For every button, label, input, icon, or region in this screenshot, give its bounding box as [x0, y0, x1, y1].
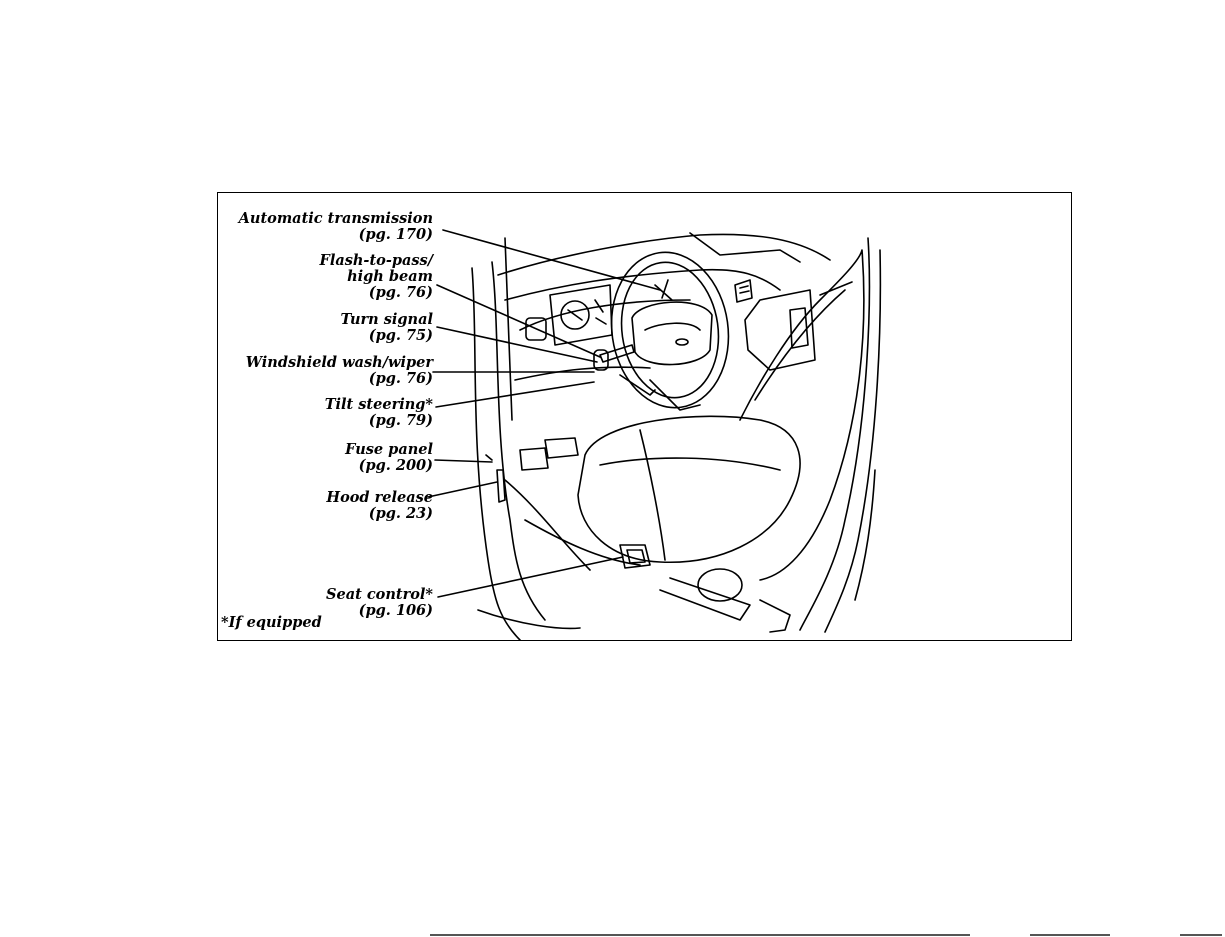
callout-label: Hood release — [326, 489, 433, 506]
callout-label: Tilt steering* — [325, 396, 433, 413]
callout-page-ref: (pg. 75) — [341, 328, 434, 344]
scan-artifact-line — [430, 934, 970, 936]
leader-line-seat-control — [438, 557, 623, 597]
callout-label: Flash-to-pass/ — [320, 253, 433, 269]
brake-pedal — [520, 448, 548, 470]
callout-windshield-wash-wiper: Windshield wash/wiper (pg. 76) — [246, 355, 433, 387]
steering-hub — [632, 302, 712, 364]
leader-line-hood-release — [428, 482, 497, 497]
callout-page-ref: (pg. 79) — [325, 413, 433, 429]
callout-page-ref: (pg. 200) — [345, 458, 433, 474]
scan-artifact-line — [1180, 934, 1222, 936]
callout-page-ref: (pg. 106) — [326, 603, 433, 619]
callout-page-ref: (pg. 23) — [326, 506, 433, 522]
callout-tilt-steering: Tilt steering* (pg. 79) — [325, 397, 433, 429]
windshield-edge — [498, 234, 830, 275]
footnote-if-equipped: *If equipped — [221, 614, 322, 631]
leader-line-tilt-steering — [436, 382, 594, 407]
leader-line-fuse-panel — [435, 460, 492, 462]
leader-line-automatic-transmission — [443, 230, 660, 290]
callout-page-ref: (pg. 76) — [320, 285, 433, 301]
floor-line — [505, 480, 590, 570]
callout-fuse-panel: Fuse panel (pg. 200) — [345, 442, 433, 474]
seat-cushion — [578, 416, 800, 562]
callout-label: Windshield wash/wiper — [246, 354, 433, 371]
seat-frame — [660, 578, 750, 620]
callout-label: Automatic transmission — [239, 210, 433, 227]
callout-label: Seat control* — [326, 586, 433, 603]
callout-hood-release: Hood release (pg. 23) — [326, 490, 433, 522]
seat-back — [740, 250, 864, 580]
scan-artifact-line — [1030, 934, 1110, 936]
callout-automatic-transmission: Automatic transmission (pg. 170) — [239, 211, 433, 243]
callout-label: Fuse panel — [345, 441, 433, 458]
callout-label: Turn signal — [341, 311, 434, 328]
callout-page-ref: (pg. 170) — [239, 227, 433, 243]
a-pillar — [505, 238, 512, 420]
hood-release-handle — [497, 470, 505, 502]
callout-label-line2: high beam — [320, 269, 433, 285]
door-frame-line-inner — [492, 262, 545, 620]
callout-flash-to-pass: Flash-to-pass/ high beam (pg. 76) — [320, 253, 433, 301]
callout-turn-signal: Turn signal (pg. 75) — [341, 312, 434, 344]
callout-seat-control: Seat control* (pg. 106) — [326, 587, 433, 619]
callout-page-ref: (pg. 76) — [246, 371, 433, 387]
